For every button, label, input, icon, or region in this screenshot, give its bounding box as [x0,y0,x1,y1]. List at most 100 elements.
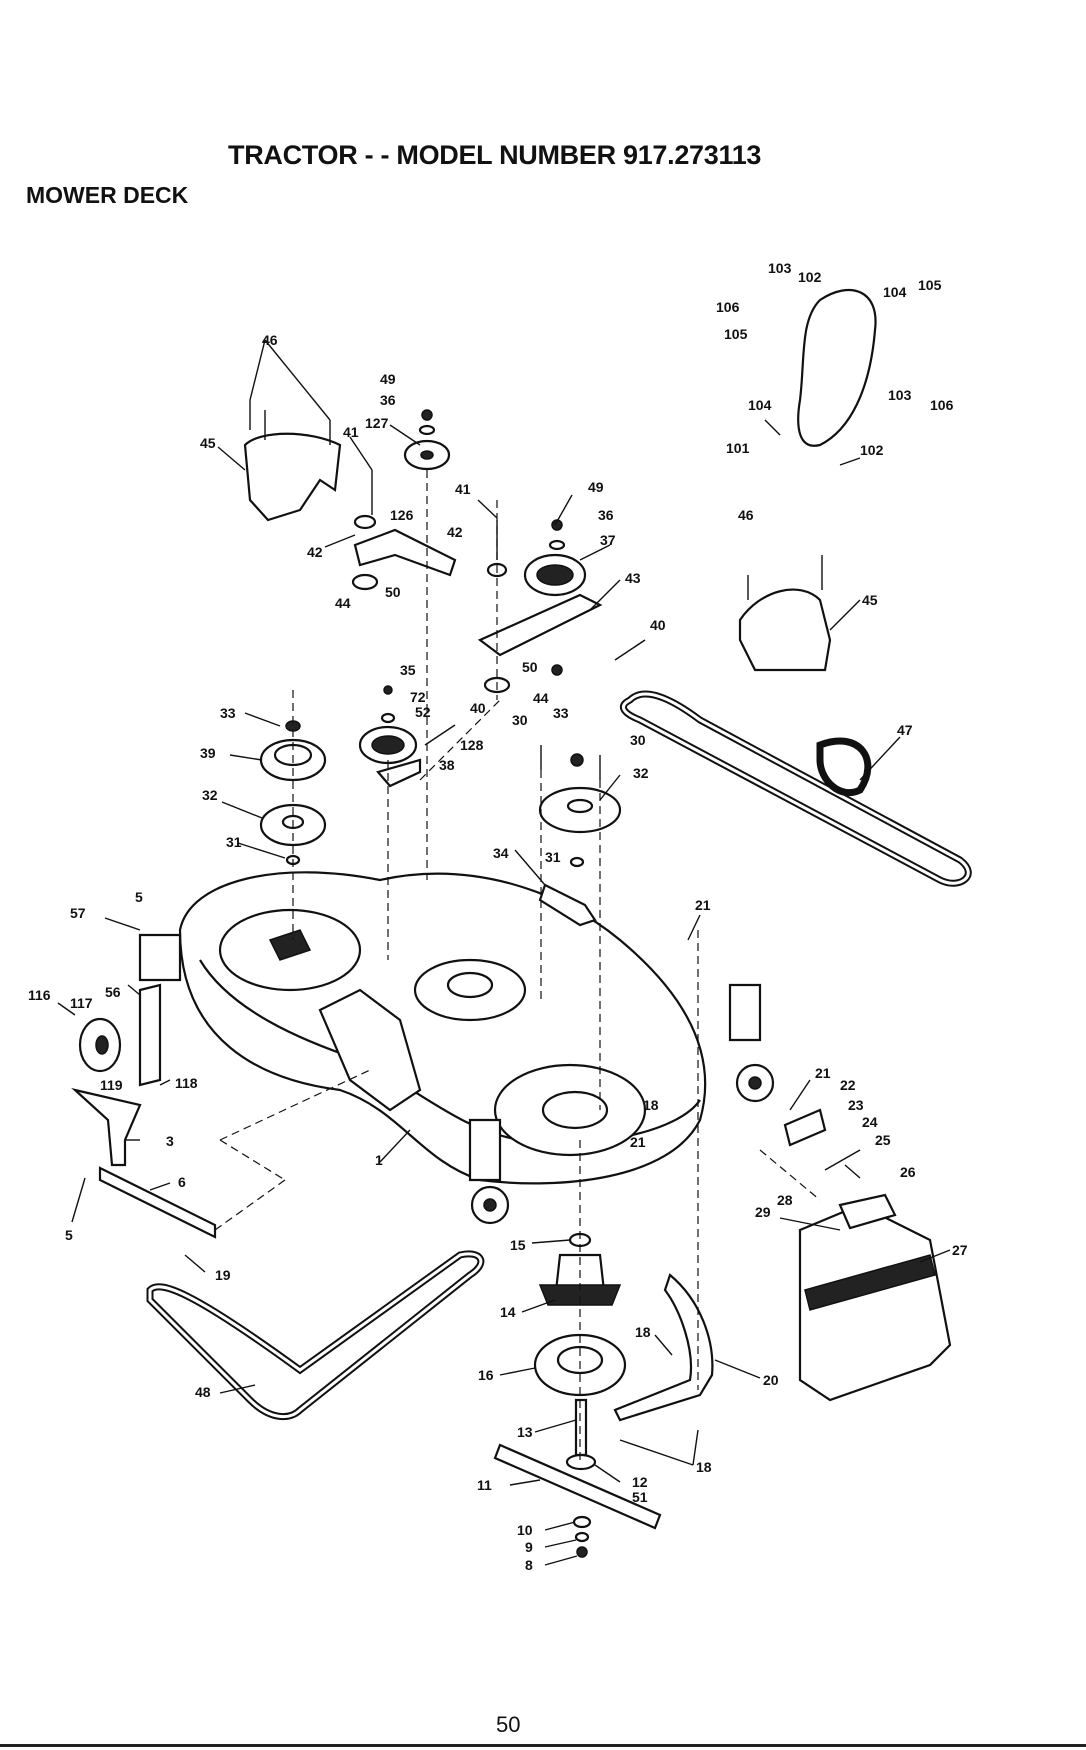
callout: 40 [470,700,486,716]
callout: 13 [517,1424,533,1440]
callout-labels: 1 3 5 5 6 8 9 10 11 12 13 14 15 16 18 18… [28,260,968,1573]
callout: 127 [365,415,389,431]
bracket-34 [538,883,597,927]
callout: 116 [28,987,51,1003]
section-title: MOWER DECK [26,182,189,208]
callout: 33 [553,705,569,721]
callout: 104 [748,397,772,413]
callout: 5 [135,889,143,905]
callout: 44 [533,690,549,706]
spring-128 [424,724,456,746]
callout: 21 [630,1134,646,1150]
callout: 102 [798,269,822,285]
callout: 10 [517,1522,533,1538]
callout: 106 [930,397,954,413]
pulley-32-right [538,745,622,868]
callout: 101 [726,440,750,456]
gauge-wheel-117 [78,1017,122,1073]
callout: 48 [195,1384,211,1400]
page-title: TRACTOR - - MODEL NUMBER 917.273113 [228,140,762,170]
callout: 45 [200,435,216,451]
callout: 57 [70,905,86,921]
callout: 29 [755,1204,771,1220]
link-6 [98,1166,217,1239]
callout: 126 [390,507,414,523]
callout: 105 [724,326,748,342]
callout: 106 [716,299,740,315]
callout: 117 [70,995,93,1011]
callout: 35 [400,662,416,678]
callout: 72 [410,689,426,705]
callout: 47 [897,722,913,738]
callout: 19 [215,1267,231,1283]
page-number: 50 [496,1712,521,1737]
bottom-rule [0,1744,1086,1747]
callout: 40 [650,617,666,633]
callout: 42 [447,524,463,540]
callout: 119 [100,1077,123,1093]
callout: 1 [375,1152,383,1168]
callout: 49 [380,371,396,387]
bracket-3 [71,1087,142,1167]
callout: 9 [525,1539,533,1555]
idler-arm-43 [477,593,603,694]
callout: 32 [633,765,649,781]
callout: 15 [510,1237,526,1253]
callout: 42 [307,544,323,560]
callout: 46 [738,507,754,523]
spindle-assembly [493,1232,662,1558]
callout: 46 [262,332,278,348]
belt-cover-45-left [243,400,342,522]
callout: 5 [65,1227,73,1243]
callout: 45 [862,592,878,608]
callout: 3 [166,1133,174,1149]
callout: 50 [385,584,401,600]
callout: 27 [952,1242,968,1258]
callout: 104 [883,284,907,300]
callout: 32 [202,787,218,803]
callout: 16 [478,1367,494,1383]
deflector-101 [797,288,877,447]
assembly-lines [214,470,821,1460]
callout: 51 [632,1489,648,1505]
idler-37 [486,519,587,597]
idler-arm-126 [351,470,457,591]
callout: 41 [343,424,359,440]
chute-bracket-22 [783,1108,861,1171]
callout: 21 [695,897,711,913]
callout: 43 [625,570,641,586]
callout: 103 [768,260,792,276]
callout: 52 [415,704,431,720]
callout: 30 [512,712,528,728]
callout: 44 [335,595,351,611]
callout: 103 [888,387,912,403]
callout: 102 [860,442,884,458]
callout: 24 [862,1114,878,1130]
callout: 21 [815,1065,831,1081]
callout: 11 [477,1477,492,1493]
callout: 18 [696,1459,712,1475]
callout: 14 [500,1304,516,1320]
baffle-20 [613,1273,714,1422]
idler-127 [403,409,451,471]
callout: 33 [220,705,236,721]
callout: 6 [178,1174,186,1190]
belt-cover-45-right [738,555,832,672]
callout: 23 [848,1097,864,1113]
callout: 30 [630,732,646,748]
belt-48 [146,1250,485,1421]
callout: 49 [588,479,604,495]
callout: 12 [632,1474,648,1490]
callout: 22 [840,1077,856,1093]
callout: 36 [380,392,396,408]
callout: 31 [545,849,561,865]
callout: 18 [635,1324,651,1340]
callout: 8 [525,1557,533,1573]
callout: 26 [900,1164,916,1180]
callout: 28 [777,1192,793,1208]
callout: 56 [105,984,121,1000]
callout: 36 [598,507,614,523]
spring-40a [614,639,646,661]
mower-deck-exploded-diagram: 1 3 5 5 6 8 9 10 11 12 13 14 15 16 18 18… [28,260,972,1573]
callout: 41 [455,481,471,497]
